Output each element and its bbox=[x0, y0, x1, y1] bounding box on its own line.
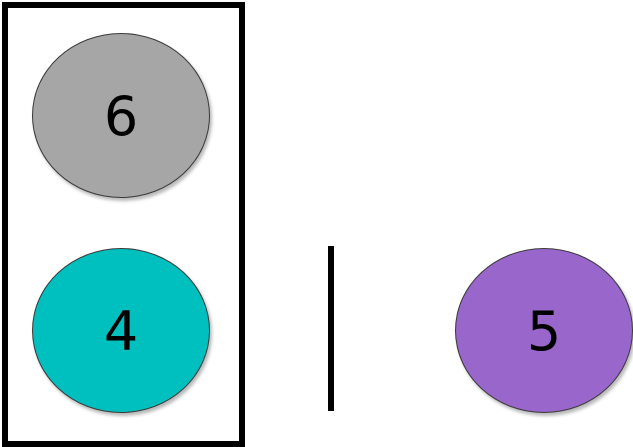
ball-5-label: 5 bbox=[526, 299, 562, 363]
ball-6: 6 bbox=[32, 33, 210, 198]
divider-line bbox=[328, 246, 334, 411]
group-box bbox=[2, 2, 245, 447]
ball-4: 4 bbox=[32, 248, 210, 413]
ball-4-label: 4 bbox=[103, 299, 139, 363]
ball-6-label: 6 bbox=[103, 84, 139, 148]
ball-5: 5 bbox=[455, 248, 633, 413]
